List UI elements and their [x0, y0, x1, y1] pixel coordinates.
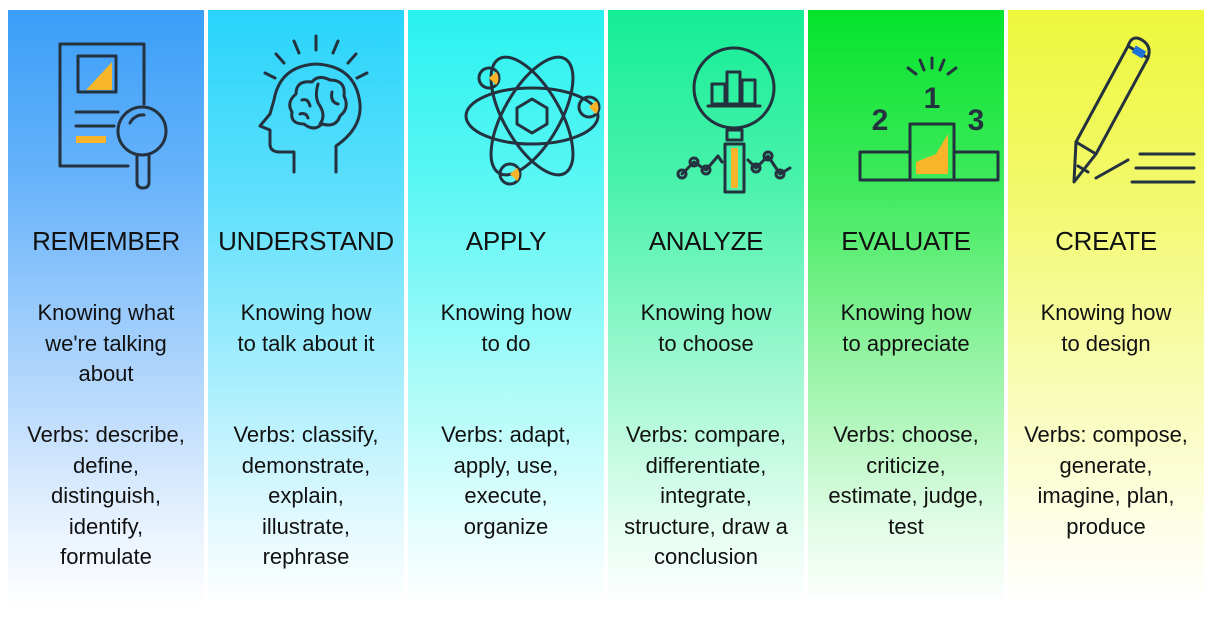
first-place-number: 1	[924, 82, 941, 115]
column-description: Knowing how to choose	[640, 300, 772, 356]
column-evaluate: 1 2 3 EVALUATE Knowing how to appreciate…	[808, 10, 1004, 606]
document-magnifier-icon	[36, 28, 176, 190]
column-create: CREATE Knowing how to design Verbs: comp…	[1008, 10, 1204, 606]
atom-icon	[436, 28, 601, 186]
pencil-icon	[1036, 28, 1196, 184]
column-description: Knowing how to talk about it	[237, 300, 375, 356]
column-remember: REMEMBER Knowing what we're talking abou…	[8, 10, 204, 606]
podium-icon: 1 2 3	[836, 28, 1000, 182]
magnifier-chart-icon	[636, 28, 792, 194]
column-verbs: Verbs: adapt, apply, use, execute, organ…	[441, 422, 571, 539]
column-title: UNDERSTAND	[218, 226, 394, 256]
column-verbs: Verbs: compose, generate, imagine, plan,…	[1024, 422, 1188, 539]
column-description: Knowing what we're talking about	[37, 300, 175, 386]
column-description: Knowing how to appreciate	[840, 300, 972, 356]
third-place-number: 3	[968, 104, 985, 137]
column-apply: APPLY Knowing how to do Verbs: adapt, ap…	[408, 10, 604, 606]
column-analyze: ANALYZE Knowing how to choose Verbs: com…	[608, 10, 804, 606]
column-title: ANALYZE	[648, 226, 764, 256]
head-brain-icon	[236, 28, 376, 178]
second-place-number: 2	[872, 104, 889, 137]
column-title: EVALUATE	[841, 226, 971, 256]
column-verbs: Verbs: choose, criticize, estimate, judg…	[828, 422, 984, 539]
column-verbs: Verbs: classify, demonstrate, explain, i…	[233, 422, 379, 569]
column-verbs: Verbs: describe, define, distinguish, id…	[27, 422, 185, 569]
column-description: Knowing how to design	[1040, 300, 1172, 356]
column-understand: UNDERSTAND Knowing how to talk about it …	[208, 10, 404, 606]
column-title: CREATE	[1055, 226, 1157, 256]
column-title: REMEMBER	[32, 226, 180, 256]
column-title: APPLY	[465, 226, 547, 256]
column-verbs: Verbs: compare, differentiate, integrate…	[624, 422, 788, 569]
column-description: Knowing how to do	[440, 300, 572, 356]
